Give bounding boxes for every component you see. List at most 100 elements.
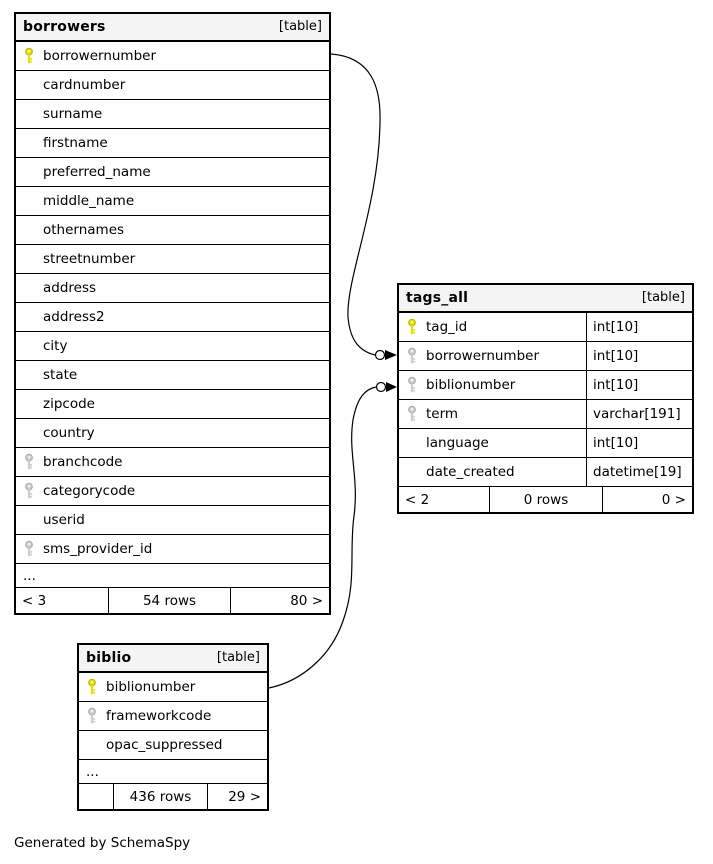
column-row-biblionumber: biblionumber xyxy=(79,673,267,702)
column-name: country xyxy=(43,425,95,441)
column-type: varchar[191] xyxy=(586,400,692,428)
footer-row-count: 0 rows xyxy=(489,487,602,512)
fk-endpoint-circle-borrowernumber-icon xyxy=(374,349,386,361)
column-type: int[10] xyxy=(586,429,692,457)
fk-arrowhead-borrowernumber-icon xyxy=(385,350,397,360)
column-name: address2 xyxy=(43,309,105,325)
column-row-surname: surname xyxy=(16,100,329,129)
column-row-middle_name: middle_name xyxy=(16,187,329,216)
column-row-term: term varchar[191] xyxy=(399,400,692,429)
column-name: city xyxy=(43,338,68,354)
primary-key-icon xyxy=(24,47,43,65)
column-row-preferred_name: preferred_name xyxy=(16,158,329,187)
column-row-address2: address2 xyxy=(16,303,329,332)
column-row-city: city xyxy=(16,332,329,361)
column-name: zipcode xyxy=(43,396,95,412)
footer-row-count: 54 rows xyxy=(108,588,230,613)
footer-children-count: 0 > xyxy=(602,487,692,512)
foreign-key-icon xyxy=(407,347,426,365)
column-name: userid xyxy=(43,512,85,528)
column-row-categorycode: categorycode xyxy=(16,477,329,506)
footer-parents-count: < 3 xyxy=(22,592,47,609)
column-name: branchcode xyxy=(43,454,123,470)
column-name: term xyxy=(426,406,459,422)
table-title-biblio[interactable]: biblio xyxy=(86,650,132,666)
column-name: sms_provider_id xyxy=(43,541,153,557)
column-name: state xyxy=(43,367,78,383)
column-name: streetnumber xyxy=(43,251,136,267)
footer-children-count: 80 > xyxy=(230,588,329,613)
primary-key-icon xyxy=(87,678,106,696)
column-name: categorycode xyxy=(43,483,136,499)
column-name: biblionumber xyxy=(106,679,196,695)
column-row-userid: userid xyxy=(16,506,329,535)
table-type-badge: [table] xyxy=(216,650,260,665)
column-row-firstname: firstname xyxy=(16,129,329,158)
column-type: datetime[19] xyxy=(586,458,692,486)
column-row-zipcode: zipcode xyxy=(16,390,329,419)
fk-endpoint-circle-biblionumber-icon xyxy=(375,381,387,393)
table-title-tags_all[interactable]: tags_all xyxy=(406,290,469,306)
column-type: int[10] xyxy=(586,313,692,341)
column-name: address xyxy=(43,280,97,296)
foreign-key-icon xyxy=(24,540,43,558)
column-row-biblionumber: biblionumber int[10] xyxy=(399,371,692,400)
hidden-columns-ellipsis: ... xyxy=(79,760,267,784)
foreign-key-icon xyxy=(24,482,43,500)
column-name: borrowernumber xyxy=(43,48,157,64)
table-type-badge: [table] xyxy=(641,290,685,305)
column-row-othernames: othernames xyxy=(16,216,329,245)
generator-credit: Generated by SchemaSpy xyxy=(14,835,191,851)
fk-arrowhead-biblionumber-icon xyxy=(386,382,397,392)
column-name: borrowernumber xyxy=(426,348,540,364)
column-name: frameworkcode xyxy=(106,708,212,724)
column-row-address: address xyxy=(16,274,329,303)
column-row-streetnumber: streetnumber xyxy=(16,245,329,274)
column-row-frameworkcode: frameworkcode xyxy=(79,702,267,731)
foreign-key-icon xyxy=(407,405,426,423)
column-name: date_created xyxy=(426,464,515,480)
footer-parents-count xyxy=(79,784,113,809)
column-name: biblionumber xyxy=(426,377,516,393)
column-row-date_created: date_created datetime[19] xyxy=(399,458,692,487)
column-row-cardnumber: cardnumber xyxy=(16,71,329,100)
column-row-opac_suppressed: opac_suppressed xyxy=(79,731,267,760)
column-row-borrowernumber: borrowernumber xyxy=(16,42,329,71)
column-name: language xyxy=(426,435,489,451)
table-type-badge: [table] xyxy=(278,19,322,34)
footer-row-count: 436 rows xyxy=(113,784,207,809)
column-name: middle_name xyxy=(43,193,135,209)
table-header-tags_all: tags_all [table] xyxy=(399,285,692,313)
foreign-key-icon xyxy=(24,453,43,471)
table-header-biblio: biblio [table] xyxy=(79,645,267,673)
column-row-sms_provider_id: sms_provider_id xyxy=(16,535,329,564)
foreign-key-icon xyxy=(87,707,106,725)
column-row-branchcode: branchcode xyxy=(16,448,329,477)
column-row-borrowernumber: borrowernumber int[10] xyxy=(399,342,692,371)
hidden-columns-ellipsis: ... xyxy=(16,564,329,588)
column-row-language: language int[10] xyxy=(399,429,692,458)
footer-parents-count: < 2 xyxy=(405,491,430,508)
column-name: cardnumber xyxy=(43,77,126,93)
column-type: int[10] xyxy=(586,342,692,370)
table-node-biblio[interactable]: biblio [table] biblionumber frameworkcode op… xyxy=(77,643,269,811)
footer-children-count: 29 > xyxy=(207,784,267,809)
column-name: othernames xyxy=(43,222,125,238)
foreign-key-icon xyxy=(407,376,426,394)
table-header-borrowers: borrowers [table] xyxy=(16,14,329,42)
table-title-borrowers[interactable]: borrowers xyxy=(23,19,106,35)
column-name: tag_id xyxy=(426,319,468,335)
column-row-country: country xyxy=(16,419,329,448)
column-type: int[10] xyxy=(586,371,692,399)
column-row-state: state xyxy=(16,361,329,390)
column-name: surname xyxy=(43,106,103,122)
column-row-tag_id: tag_id int[10] xyxy=(399,313,692,342)
primary-key-icon xyxy=(407,318,426,336)
relationship-line-borrowers-tags-all xyxy=(330,53,381,356)
column-name: opac_suppressed xyxy=(106,737,223,753)
table-node-borrowers[interactable]: borrowers [table] borrowernumber cardnumber… xyxy=(14,12,331,615)
